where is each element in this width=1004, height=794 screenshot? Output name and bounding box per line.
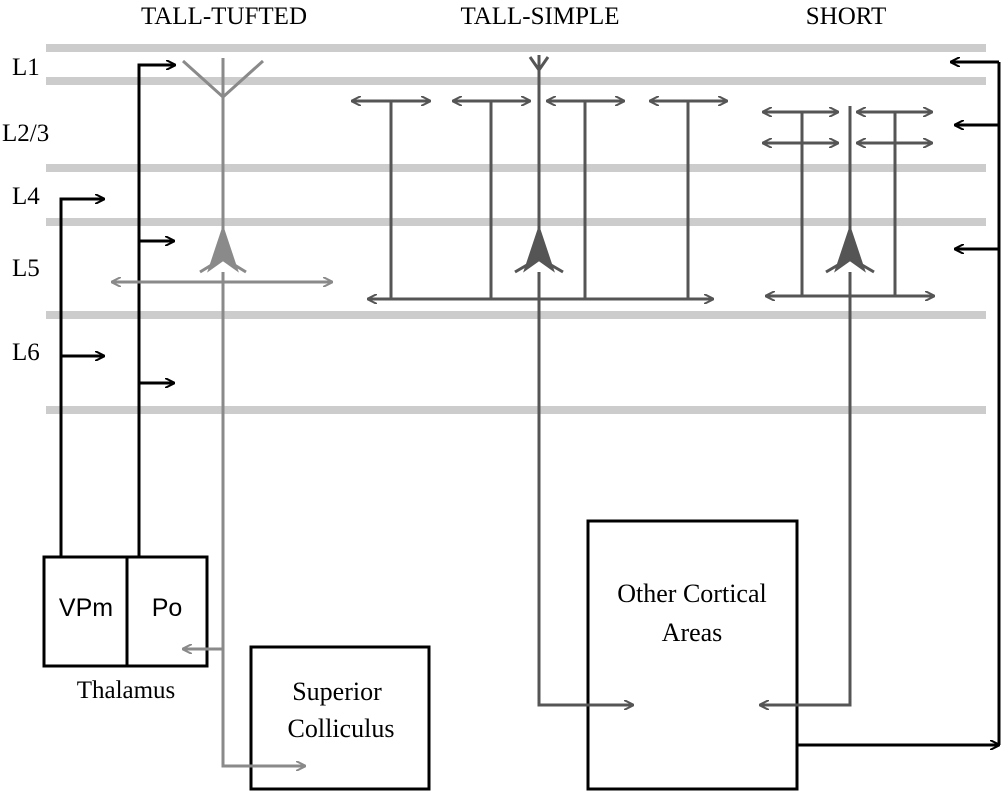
column-title-tall-simple: TALL-SIMPLE (460, 3, 619, 30)
vpm-axon (59, 199, 104, 557)
other-cortical-areas-box: Other Cortical Areas (586, 519, 799, 791)
thalamus-box: VPm Po Thalamus (42, 555, 209, 704)
vpm-label: VPm (59, 594, 113, 622)
thalamus-label: Thalamus (77, 677, 176, 704)
layer-label-l6: L6 (12, 339, 40, 366)
superior-colliculus-line1: Superior (292, 677, 382, 706)
tall-simple-soma (523, 224, 555, 273)
layer-label-l5: L5 (12, 255, 40, 282)
other-cortical-line2: Areas (662, 618, 723, 647)
layer-band (46, 406, 986, 414)
layer-bands (46, 44, 986, 414)
superior-colliculus-line2: Colliculus (288, 714, 395, 743)
superior-colliculus-box: Superior Colliculus (249, 645, 431, 791)
thalamic-afferents (59, 65, 175, 557)
column-title-short: SHORT (806, 3, 886, 30)
other-cortical-line1: Other Cortical (617, 579, 766, 608)
po-label: Po (152, 594, 183, 622)
layer-band (46, 77, 986, 85)
po-axon (137, 65, 175, 557)
layer-band (46, 311, 986, 319)
layer-label-l23: L2/3 (2, 120, 49, 147)
layer-band (46, 164, 986, 172)
layer-band (46, 218, 986, 226)
column-title-tall-tufted: TALL-TUFTED (141, 3, 307, 30)
layer-label-l4: L4 (12, 183, 40, 210)
tall-tufted-soma (207, 224, 239, 273)
short-soma (834, 224, 866, 273)
apical-tip (528, 55, 550, 73)
layer-label-l1: L1 (12, 54, 40, 81)
layer-band (46, 44, 986, 52)
vpm-box (42, 555, 131, 668)
cortical-feedback (797, 62, 1001, 745)
